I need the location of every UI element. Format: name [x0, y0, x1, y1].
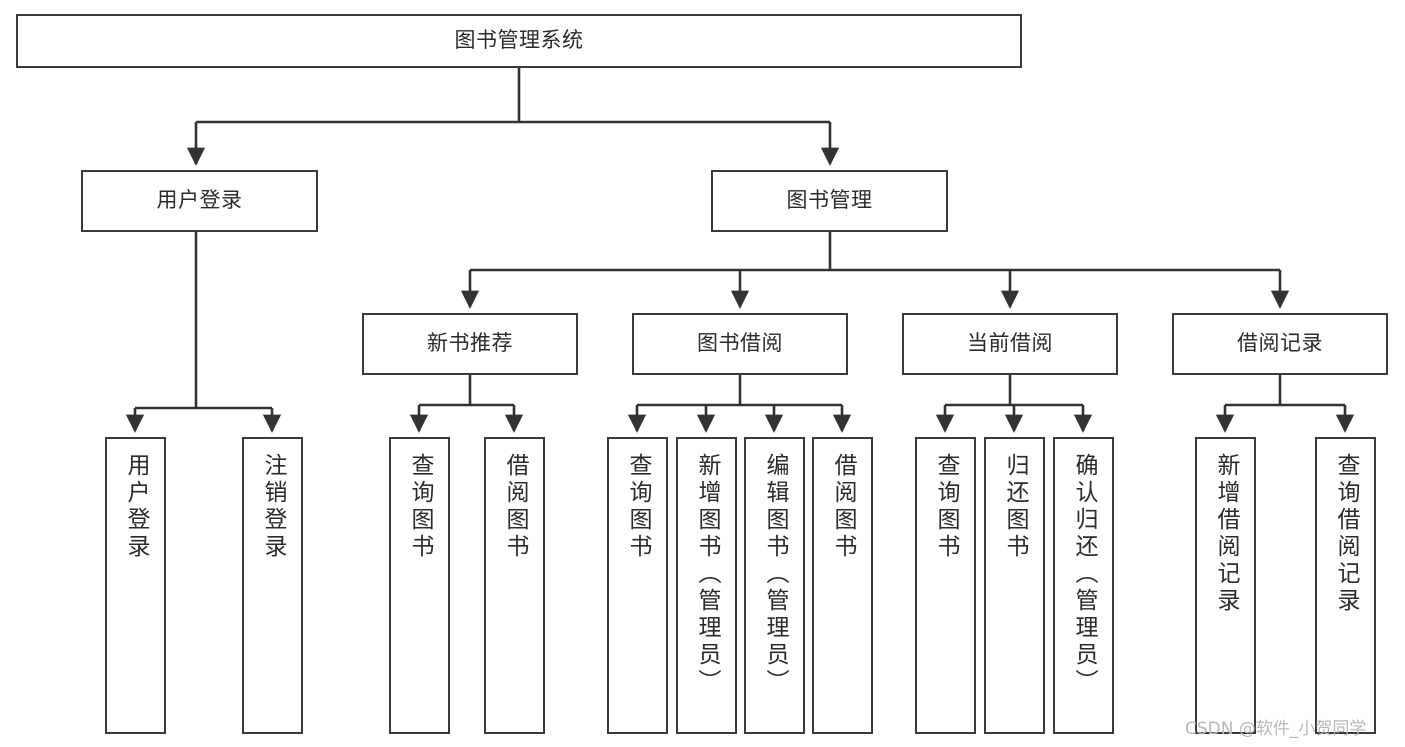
leaf-user-login[interactable]: 用户登录 — [105, 437, 166, 734]
node-borrow-record-label: 借阅记录 — [1237, 331, 1323, 356]
node-root[interactable]: 图书管理系统 — [16, 14, 1022, 68]
leaf-query-borrow-record[interactable]: 查询借阅记录 — [1315, 437, 1376, 734]
node-new-book-recommend-label: 新书推荐 — [427, 331, 513, 356]
leaf-query-book-current[interactable]: 查询图书 — [915, 437, 976, 734]
leaf-edit-book-admin[interactable]: 编辑图书（管理员） — [744, 437, 805, 734]
leaf-logout-login[interactable]: 注销登录 — [242, 437, 303, 734]
node-book-management[interactable]: 图书管理 — [711, 170, 948, 232]
leaf-logout-login-label: 注销登录 — [260, 453, 286, 561]
leaf-edit-book-admin-label: 编辑图书（管理员） — [762, 453, 788, 696]
leaf-add-borrow-record[interactable]: 新增借阅记录 — [1195, 437, 1256, 734]
leaf-query-book-recommend-label: 查询图书 — [407, 453, 433, 561]
node-book-borrow[interactable]: 图书借阅 — [632, 313, 848, 375]
node-current-borrow-label: 当前借阅 — [967, 331, 1053, 356]
node-book-management-label: 图书管理 — [786, 188, 873, 213]
leaf-query-book-borrow-label: 查询图书 — [625, 453, 651, 561]
leaf-borrow-book-recommend-label: 借阅图书 — [502, 453, 528, 561]
node-book-borrow-label: 图书借阅 — [697, 331, 783, 356]
node-borrow-record[interactable]: 借阅记录 — [1172, 313, 1388, 375]
leaf-return-book[interactable]: 归还图书 — [984, 437, 1045, 734]
csdn-watermark: CSDN @软件_小贺同学 — [1185, 719, 1367, 739]
leaf-query-book-borrow[interactable]: 查询图书 — [607, 437, 668, 734]
leaf-query-borrow-record-label: 查询借阅记录 — [1333, 453, 1359, 615]
leaf-query-book-recommend[interactable]: 查询图书 — [389, 437, 450, 734]
node-current-borrow[interactable]: 当前借阅 — [902, 313, 1118, 375]
leaf-return-book-label: 归还图书 — [1002, 453, 1028, 561]
node-root-label: 图书管理系统 — [454, 28, 584, 53]
leaf-confirm-return-admin-label: 确认归还（管理员） — [1071, 453, 1097, 696]
leaf-confirm-return-admin[interactable]: 确认归还（管理员） — [1053, 437, 1114, 734]
leaf-borrow-book[interactable]: 借阅图书 — [812, 437, 873, 734]
node-user-login-label: 用户登录 — [156, 188, 243, 213]
node-user-login[interactable]: 用户登录 — [81, 170, 318, 232]
leaf-user-login-label: 用户登录 — [123, 453, 149, 561]
leaf-borrow-book-recommend[interactable]: 借阅图书 — [484, 437, 545, 734]
node-new-book-recommend[interactable]: 新书推荐 — [362, 313, 578, 375]
leaf-add-borrow-record-label: 新增借阅记录 — [1213, 453, 1239, 615]
leaf-query-book-current-label: 查询图书 — [933, 453, 959, 561]
leaf-add-book-admin[interactable]: 新增图书（管理员） — [676, 437, 737, 734]
leaf-borrow-book-label: 借阅图书 — [830, 453, 856, 561]
leaf-add-book-admin-label: 新增图书（管理员） — [694, 453, 720, 696]
